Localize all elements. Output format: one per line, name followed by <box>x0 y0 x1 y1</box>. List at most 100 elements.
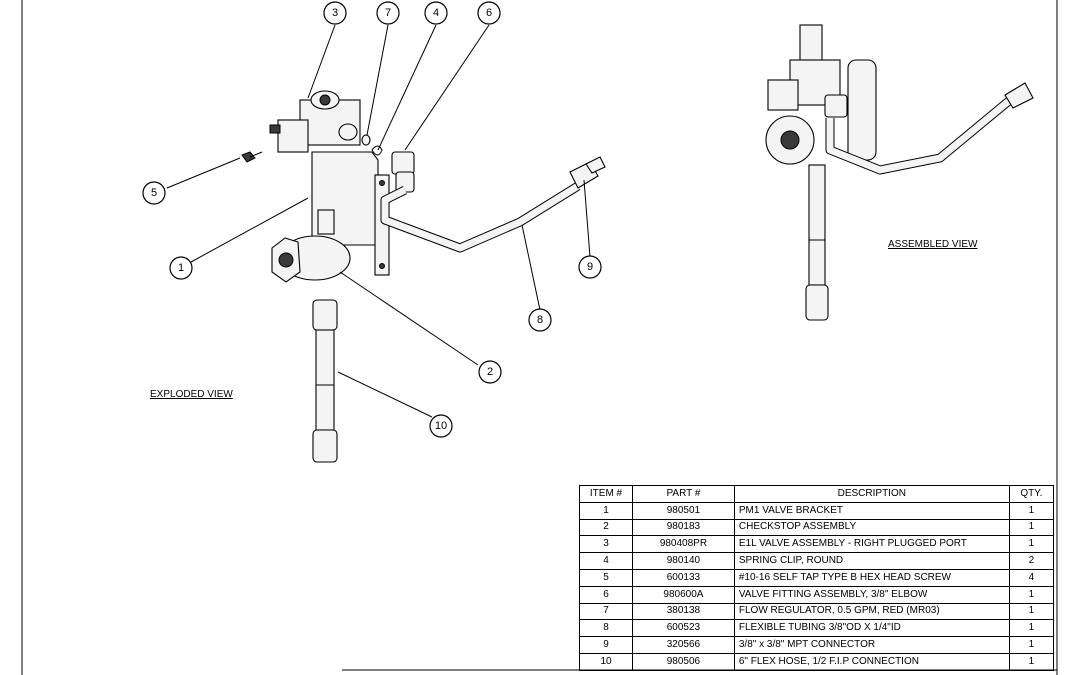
solenoid-terminal <box>269 124 281 134</box>
leader-lines <box>166 24 591 418</box>
bom-item: 10 <box>578 652 634 671</box>
svg-text:2: 2 <box>487 366 493 378</box>
balloon-4: 4 <box>424 1 448 25</box>
bom-qty: 1 <box>1008 602 1055 621</box>
bom-item: 6 <box>578 585 634 604</box>
exploded-view: EXPLODED VIEW <box>150 90 606 463</box>
bom-part: 380138 <box>632 602 735 621</box>
bom-header-row: ITEM # PART # DESCRIPTION QTY. <box>578 485 1055 503</box>
spring-clip-part <box>371 145 383 156</box>
bom-header-part: PART # <box>632 485 735 503</box>
assembled-bracket-flange <box>847 59 877 161</box>
bom-description: E1L VALVE ASSEMBLY - RIGHT PLUGGED PORT <box>733 535 1010 554</box>
bom-qty: 1 <box>1008 535 1055 554</box>
flex-hose-bottom-fitting <box>312 429 338 463</box>
assembled-flex-hose-fitting <box>805 284 829 321</box>
bom-description: FLOW REGULATOR, 0.5 GPM, RED (MR03) <box>733 602 1010 621</box>
svg-text:1: 1 <box>178 262 184 274</box>
bracket-hole <box>379 263 385 269</box>
bom-description: PM1 VALVE BRACKET <box>733 501 1010 520</box>
bom-part: 980506 <box>632 652 735 671</box>
bom-header-description: DESCRIPTION <box>733 485 1010 503</box>
balloon-10: 10 <box>429 414 453 438</box>
assembled-view: ASSEMBLED VIEW <box>765 24 1034 321</box>
bom-description: 3/8" x 3/8" MPT CONNECTOR <box>733 636 1010 654</box>
balloon-1: 1 <box>169 256 193 280</box>
bracket-hole <box>379 180 385 186</box>
bom-description: SPRING CLIP, ROUND <box>733 552 1010 570</box>
bom-part: 600523 <box>632 619 735 638</box>
bom-qty: 1 <box>1008 636 1055 654</box>
svg-text:9: 9 <box>587 261 593 273</box>
svg-text:7: 7 <box>385 7 391 19</box>
bom-qty: 1 <box>1008 585 1055 604</box>
elbow-fitting-part <box>391 151 415 175</box>
flex-hose-top-fitting <box>312 299 338 331</box>
bom-qty: 1 <box>1008 652 1055 671</box>
svg-text:6: 6 <box>486 7 492 19</box>
bom-item: 2 <box>578 518 634 537</box>
bom-item: 5 <box>578 568 634 587</box>
balloon-3: 3 <box>323 1 347 25</box>
bom-item: 1 <box>578 501 634 520</box>
svg-text:4: 4 <box>433 7 439 19</box>
svg-text:8: 8 <box>537 314 543 326</box>
assembled-checkstop-cap <box>780 130 800 150</box>
bom-description: CHECKSTOP ASSEMBLY <box>733 518 1010 537</box>
balloon-2: 2 <box>478 360 502 384</box>
balloon-5: 5 <box>142 181 166 205</box>
balloon-9: 9 <box>578 255 602 279</box>
hex-screw-part <box>241 151 256 163</box>
bom-item: 3 <box>578 535 634 554</box>
mpt-connector-thread <box>585 156 606 174</box>
valve-side-port <box>338 123 358 141</box>
bom-part: 320566 <box>632 636 735 654</box>
bom-qty: 1 <box>1008 518 1055 537</box>
bom-part: 980408PR <box>632 535 735 554</box>
assembled-flex-hose <box>808 164 826 286</box>
bom-part: 980140 <box>632 552 735 570</box>
svg-text:3: 3 <box>332 7 338 19</box>
flow-regulator-part <box>361 134 371 146</box>
assembled-elbow <box>824 94 848 118</box>
bom-part: 980183 <box>632 518 735 537</box>
screw-shank <box>249 151 263 158</box>
exploded-view-label: EXPLODED VIEW <box>150 389 233 400</box>
bom-part: 980501 <box>632 501 735 520</box>
bom-part: 980600A <box>632 585 735 604</box>
checkstop-cap <box>278 252 294 268</box>
svg-text:10: 10 <box>435 420 447 432</box>
flex-hose-part <box>315 329 335 431</box>
bom-part: 600133 <box>632 568 735 587</box>
bom-item: 4 <box>578 552 634 570</box>
bom-qty: 1 <box>1008 619 1055 638</box>
svg-text:5: 5 <box>151 187 157 199</box>
bom-header-qty: QTY. <box>1008 485 1055 503</box>
bom-qty: 1 <box>1008 501 1055 520</box>
bom-qty: 2 <box>1008 552 1055 570</box>
assembled-solenoid-coil <box>767 79 799 111</box>
bom-item: 9 <box>578 636 634 654</box>
bom-description: #10-16 SELF TAP TYPE B HEX HEAD SCREW <box>733 568 1010 587</box>
checkstop-inlet <box>317 209 335 235</box>
bom-item: 8 <box>578 619 634 638</box>
bom-description: 6" FLEX HOSE, 1/2 F.I.P CONNECTION <box>733 652 1010 671</box>
balloon-8: 8 <box>528 308 552 332</box>
balloon-6: 6 <box>477 1 501 25</box>
bom-qty: 4 <box>1008 568 1055 587</box>
bom-header-item: ITEM # <box>578 485 634 503</box>
assembled-view-label: ASSEMBLED VIEW <box>888 239 978 250</box>
assembled-connector <box>1004 82 1034 109</box>
